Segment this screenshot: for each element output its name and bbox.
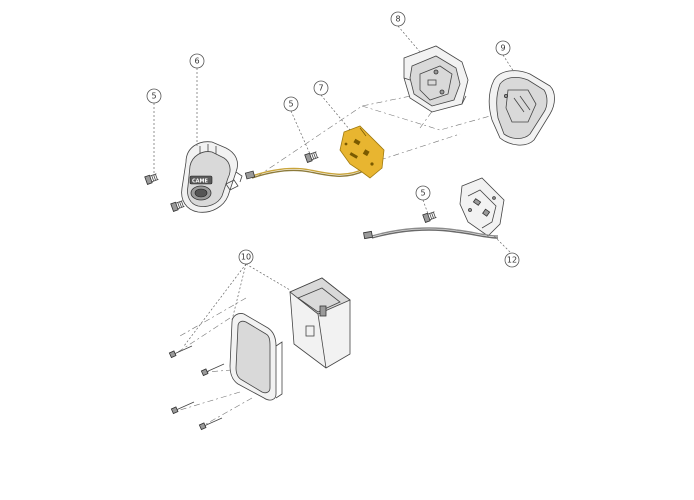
- brand-logo-text: CAME: [192, 179, 209, 185]
- callout-9: 9: [495, 40, 511, 56]
- yellow-cable: [244, 167, 367, 180]
- cover-part-9: [488, 70, 555, 146]
- callout-10: 10: [238, 249, 254, 265]
- grey-cable: [363, 227, 499, 240]
- receiver-board-part-7: [339, 125, 385, 179]
- long-screw-3: [170, 401, 195, 415]
- callout-5-middle: 5: [283, 96, 299, 112]
- mounting-base-part-8: [403, 45, 469, 113]
- enclosure-box-part-10: [229, 277, 351, 401]
- callout-label: 10: [241, 253, 251, 262]
- callout-label: 5: [288, 100, 293, 109]
- callout-5-left: 5: [146, 88, 162, 104]
- screw-left-upper: [144, 173, 159, 185]
- callout-6: 6: [189, 53, 205, 69]
- secondary-board-part-12: [459, 177, 505, 237]
- callout-label: 7: [318, 84, 323, 93]
- callout-label: 6: [194, 57, 199, 66]
- callout-label: 5: [151, 92, 156, 101]
- callout-label: 9: [500, 44, 505, 53]
- callout-leaders: [153, 25, 515, 347]
- callout-label: 8: [395, 15, 400, 24]
- assembly-guide-lines: [177, 69, 491, 425]
- callout-label: 12: [507, 256, 517, 265]
- screw-secondary-board: [422, 211, 437, 223]
- callout-5-right: 5: [415, 185, 431, 201]
- callout-8: 8: [390, 11, 406, 27]
- callout-7: 7: [313, 80, 329, 96]
- long-screw-1: [168, 345, 193, 359]
- screw-left-lower: [170, 200, 185, 212]
- callout-12: 12: [504, 252, 520, 268]
- long-screw-2: [200, 363, 225, 377]
- callout-label: 5: [420, 189, 425, 198]
- long-screw-4: [198, 417, 223, 431]
- screw-board: [304, 151, 319, 163]
- transmitter-housing-part-6: CAME: [181, 141, 243, 213]
